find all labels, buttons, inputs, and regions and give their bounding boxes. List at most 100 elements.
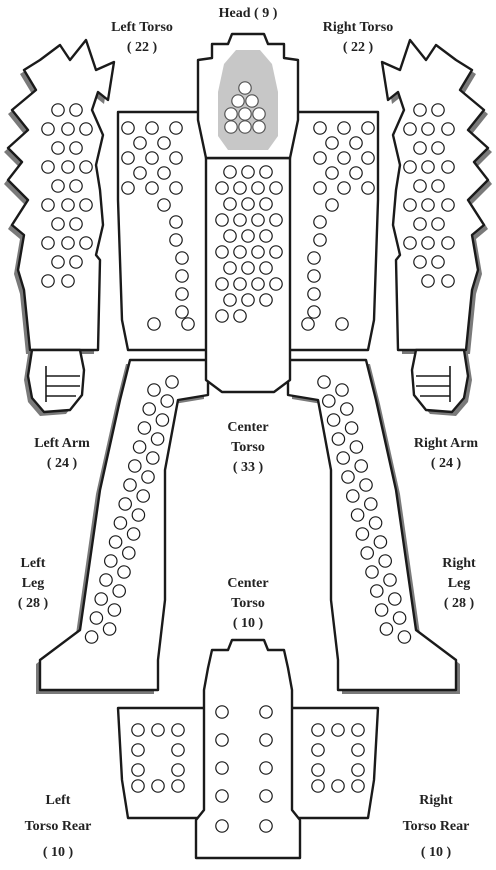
left-torso-armor-pip <box>170 182 182 194</box>
center-torso-rear-outline <box>196 640 300 858</box>
right-leg-armor-pip <box>327 414 339 426</box>
left-torso-armor-pip <box>148 318 160 330</box>
right-arm-armor-pip <box>414 256 426 268</box>
left-torso-armor-pip <box>176 288 188 300</box>
right-torso-armor-pip <box>326 199 338 211</box>
left-leg-armor-pip <box>90 612 102 624</box>
right-arm-armor-pip <box>404 199 416 211</box>
left-leg-armor-pip <box>151 433 163 445</box>
right-torso-armor-pip <box>338 152 350 164</box>
left-arm-armor-pip <box>80 237 92 249</box>
right-torso-armor-pip <box>308 270 320 282</box>
center-torso-armor-pip <box>242 262 254 274</box>
right-leg-armor-pip <box>355 460 367 472</box>
left-torso-armor-pip <box>158 167 170 179</box>
left-arm-armor-pip <box>62 123 74 135</box>
right-torso-armor-pip <box>308 288 320 300</box>
left-arm-armor-pip <box>70 180 82 192</box>
left-arm-armor-pip <box>52 256 64 268</box>
center-torso-armor-pip <box>270 214 282 226</box>
center-torso-armor-pip <box>260 230 272 242</box>
center-torso-rear-label: CenterTorso( 10 ) <box>212 574 284 634</box>
right-torso-armor-pip <box>338 122 350 134</box>
left-leg-armor-pip <box>133 441 145 453</box>
left-arm-armor-pip <box>42 161 54 173</box>
right-torso-rear-armor-pip <box>332 780 344 792</box>
center-torso-armor-pip <box>260 198 272 210</box>
right-torso-armor-pip <box>314 182 326 194</box>
left-arm-armor-pip <box>62 275 74 287</box>
right-torso-armor-pip <box>314 216 326 228</box>
right-torso-rear-armor-pip <box>352 764 364 776</box>
left-torso-rear-armor-pip <box>132 780 144 792</box>
right-torso-label: Right Torso( 22 ) <box>310 18 406 58</box>
head-armor-pip <box>232 95 244 107</box>
left-torso-armor-pip <box>170 152 182 164</box>
left-torso-armor-pip <box>146 122 158 134</box>
right-leg-armor-pip <box>374 536 386 548</box>
left-arm-armor-pip <box>42 275 54 287</box>
head-label: Head ( 9 ) <box>212 4 284 24</box>
left-arm-armor-pip <box>52 142 64 154</box>
left-leg-armor-pip <box>108 604 120 616</box>
right-leg-armor-pip <box>361 547 373 559</box>
right-leg-armor-pip <box>360 479 372 491</box>
left-torso-rear-armor-pip <box>172 764 184 776</box>
center-torso-armor-pip <box>216 246 228 258</box>
left-arm-armor-pip <box>62 237 74 249</box>
right-arm-armor-pip <box>422 237 434 249</box>
right-leg-armor-pip <box>342 471 354 483</box>
center-torso-armor-pip <box>242 166 254 178</box>
right-arm-armor-pip <box>442 123 454 135</box>
right-leg-armor-pip <box>366 566 378 578</box>
left-leg-armor-pip <box>114 517 126 529</box>
right-arm-armor-pip <box>414 104 426 116</box>
right-torso-armor-pip <box>308 306 320 318</box>
left-torso-rear-armor-pip <box>172 724 184 736</box>
right-arm-armor-pip <box>404 123 416 135</box>
center-torso-armor-pip <box>270 278 282 290</box>
right-leg-armor-pip <box>345 422 357 434</box>
left-torso-rear-armor-pip <box>132 744 144 756</box>
right-arm-armor-pip <box>422 123 434 135</box>
center-torso-armor-pip <box>234 214 246 226</box>
right-leg-armor-pip <box>323 395 335 407</box>
right-leg-armor-pip <box>369 517 381 529</box>
right-leg-armor-pip <box>371 585 383 597</box>
center-torso-armor-pip <box>242 198 254 210</box>
left-torso-armor-pip <box>122 152 134 164</box>
center-torso-rear-armor-pip <box>260 734 272 746</box>
left-leg-armor-pip <box>129 460 141 472</box>
center-torso-rear-armor-pip <box>260 706 272 718</box>
center-torso-rear-armor-pip <box>260 790 272 802</box>
head-armor-pip <box>225 121 237 133</box>
left-torso-armor-pip <box>122 122 134 134</box>
right-arm-armor-pip <box>422 199 434 211</box>
head-armor-pip <box>246 95 258 107</box>
right-arm-armor-pip <box>432 180 444 192</box>
right-torso-rear-armor-pip <box>332 724 344 736</box>
left-arm-armor-pip <box>52 180 64 192</box>
right-arm-armor-pip <box>442 237 454 249</box>
left-torso-rear-outline <box>118 708 206 818</box>
left-leg-armor-pip <box>137 490 149 502</box>
right-arm-armor-pip <box>442 275 454 287</box>
right-torso-rear-armor-pip <box>312 764 324 776</box>
center-torso-armor-pip <box>234 310 246 322</box>
left-arm-armor-pip <box>52 104 64 116</box>
left-arm-armor-pip <box>70 142 82 154</box>
right-leg-armor-pip <box>350 441 362 453</box>
left-leg-armor-pip <box>156 414 168 426</box>
right-arm-armor-pip <box>404 237 416 249</box>
left-torso-rear-armor-pip <box>172 780 184 792</box>
center-torso-rear-armor-pip <box>260 820 272 832</box>
center-torso-armor-pip <box>252 246 264 258</box>
right-leg-armor-pip <box>380 623 392 635</box>
left-torso-armor-pip <box>158 199 170 211</box>
head-armor-pip <box>239 82 251 94</box>
left-leg-armor-pip <box>142 471 154 483</box>
